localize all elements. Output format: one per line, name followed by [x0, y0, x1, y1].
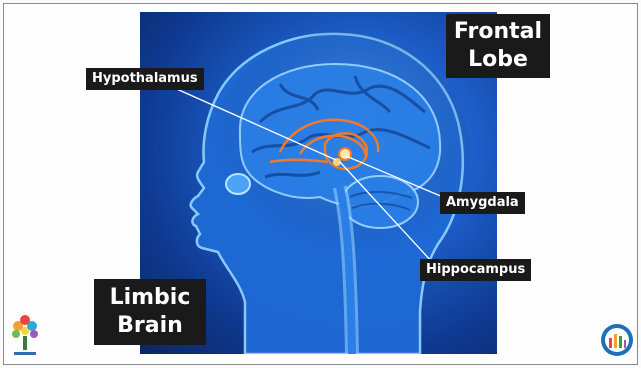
limbic-brain-label: Limbic Brain [94, 279, 206, 345]
people-circle-logo-icon [599, 322, 635, 358]
hippocampus-label: Hippocampus [420, 259, 531, 281]
limbic-brain-line2: Brain [94, 312, 206, 340]
frontal-lobe-line1: Frontal [446, 18, 550, 46]
frontal-lobe-label: Frontal Lobe [446, 14, 550, 78]
limbic-brain-line1: Limbic [94, 284, 206, 312]
hypothalamus-label: Hypothalamus [86, 68, 204, 90]
tree-of-hands-logo-icon [8, 312, 42, 358]
frontal-lobe-line2: Lobe [446, 46, 550, 74]
amygdala-label: Amygdala [440, 192, 525, 214]
